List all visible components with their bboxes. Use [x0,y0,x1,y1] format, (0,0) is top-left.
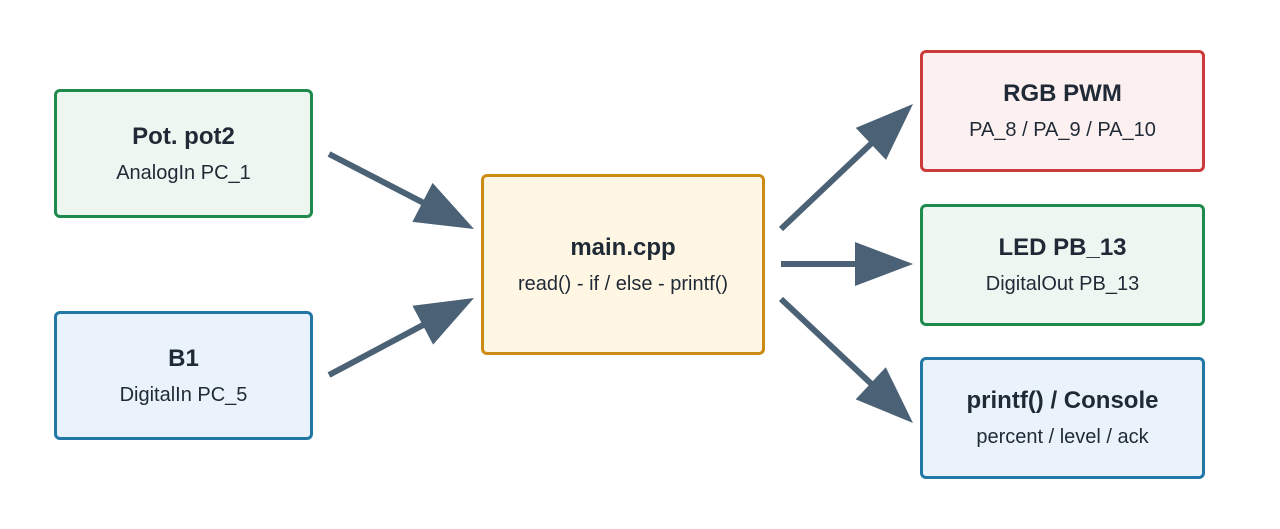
arrow-head [855,367,913,423]
node-main-cpp: main.cpp read() - if / else - printf() [481,174,765,355]
arrow-main-to-rgb [778,104,913,232]
arrow-shaft [327,320,428,378]
node-b1-subtitle: DigitalIn PC_5 [119,383,248,406]
arrow-pot-to-main [327,151,474,229]
arrow-main-to-print [778,296,913,423]
arrow-shaft [778,138,876,232]
arrow-b1-to-main [327,298,474,378]
arrow-head [412,182,474,229]
node-pot-title: Pot. pot2 [132,122,235,150]
arrow-head [855,104,913,160]
node-rgb-title: RGB PWM [1003,80,1122,107]
arrow-main-to-led [781,242,913,286]
arrow-head [412,298,474,345]
node-pot-pot2: Pot. pot2 AnalogIn PC_1 [54,89,313,218]
node-printf-console: printf() / Console percent / level / ack [920,357,1205,479]
node-b1: B1 DigitalIn PC_5 [54,311,313,440]
node-rgb-pwm: RGB PWM PA_8 / PA_9 / PA_10 [920,50,1205,172]
node-print-subtitle: percent / level / ack [976,426,1149,448]
arrow-shaft [778,296,876,389]
node-main-title: main.cpp [570,233,676,261]
node-led-title: LED PB_13 [998,234,1127,261]
node-led-pb13: LED PB_13 DigitalOut PB_13 [920,204,1205,326]
arrow-shaft [327,151,428,207]
node-b1-title: B1 [168,344,199,372]
node-rgb-subtitle: PA_8 / PA_9 / PA_10 [969,119,1156,141]
node-pot-subtitle: AnalogIn PC_1 [116,161,251,184]
node-led-subtitle: DigitalOut PB_13 [985,273,1140,295]
arrow-head [855,242,913,286]
node-main-subtitle: read() - if / else - printf() [517,272,729,295]
node-print-title: printf() / Console [966,387,1159,414]
